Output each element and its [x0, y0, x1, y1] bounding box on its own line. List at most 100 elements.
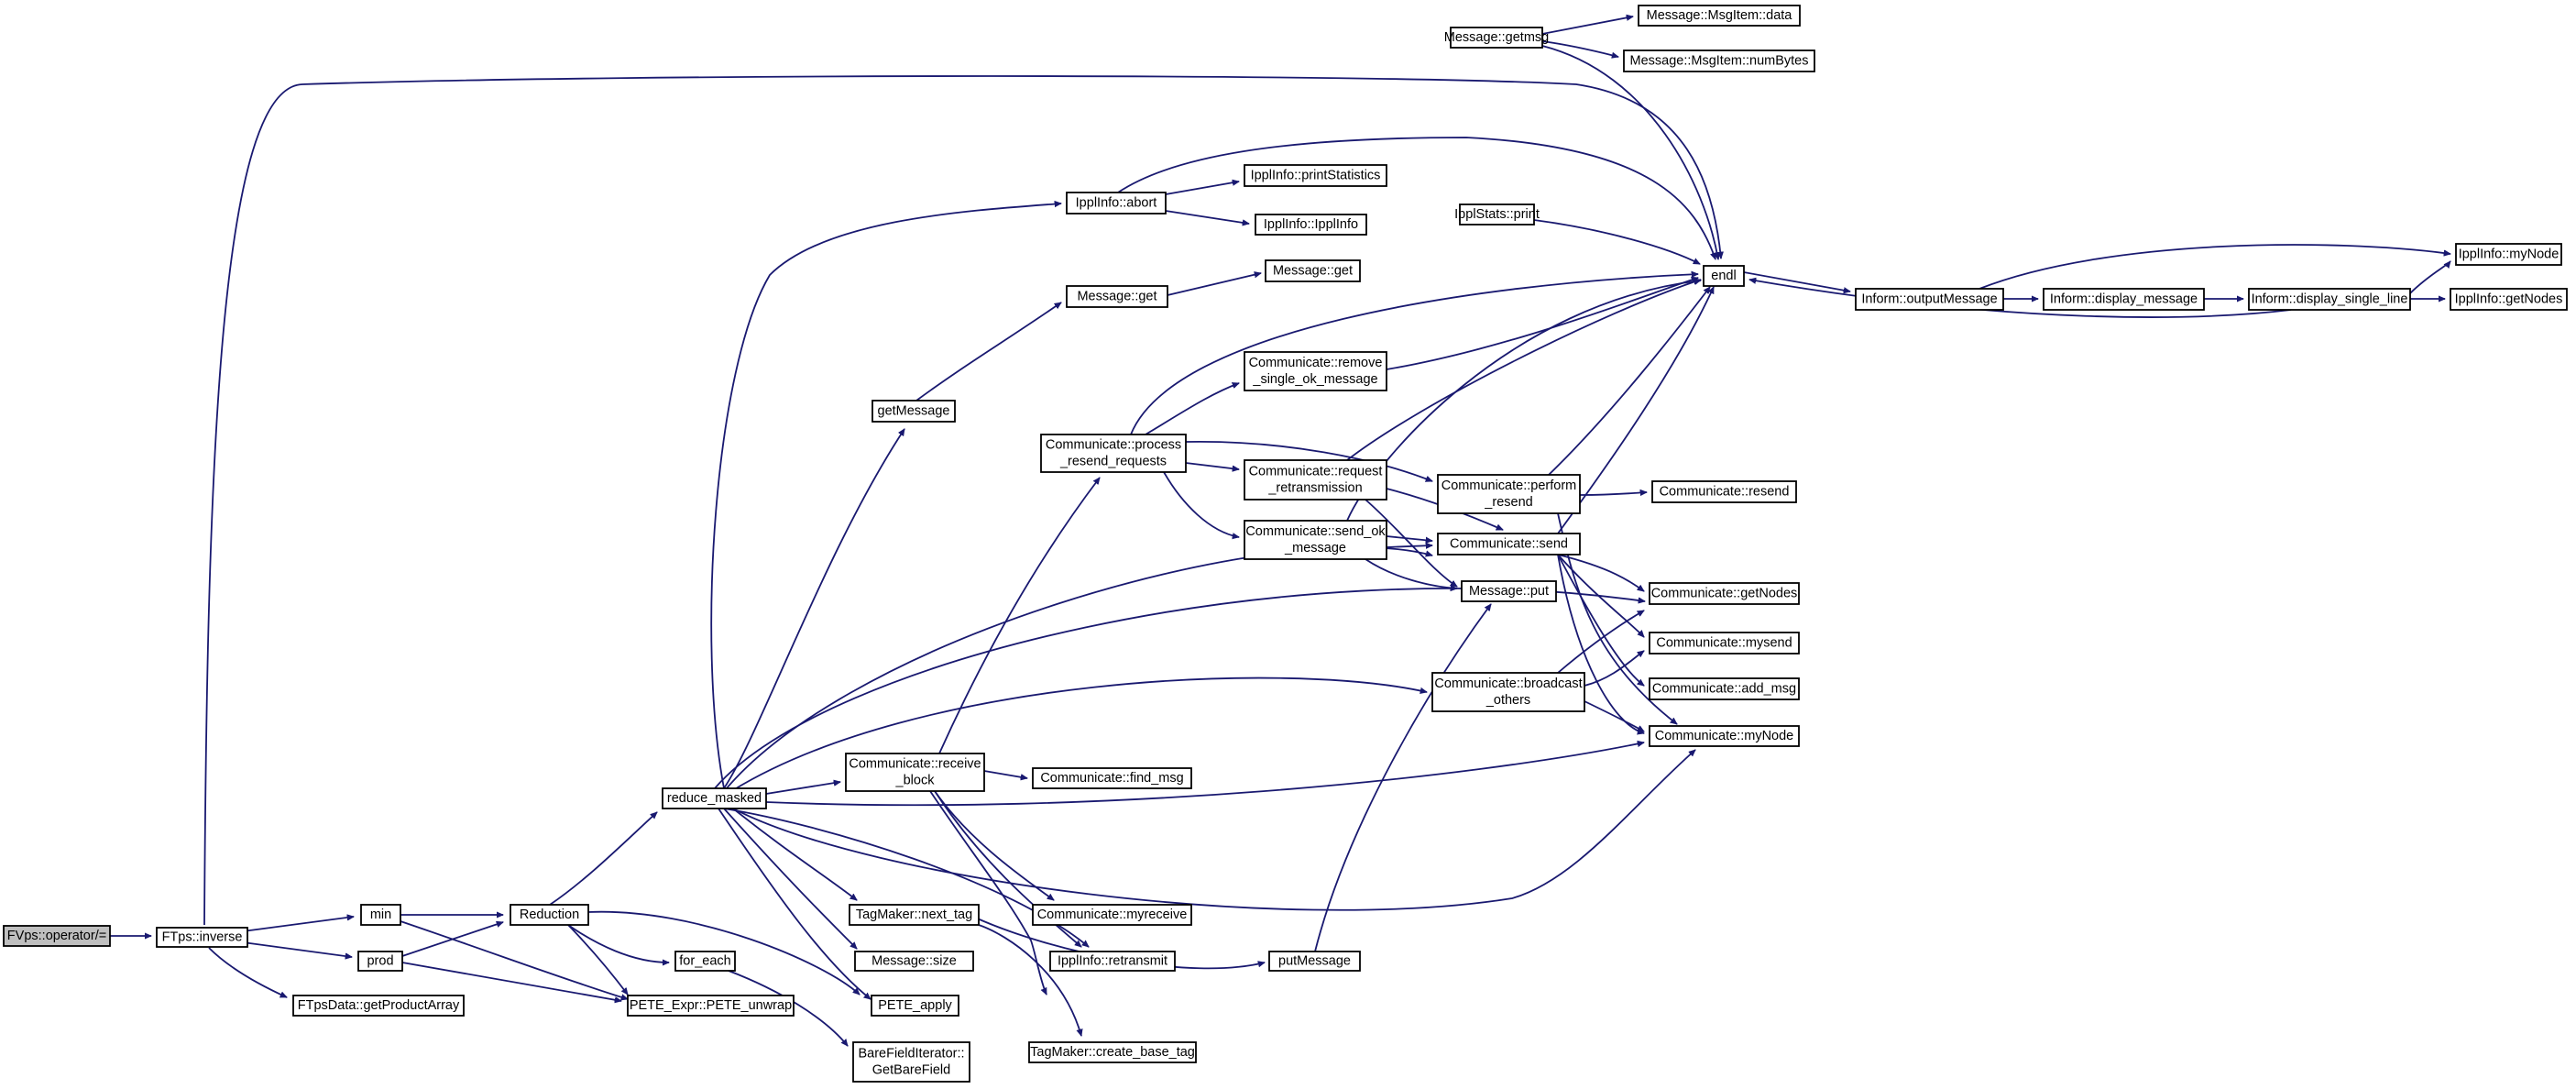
node-message-put[interactable]: Message::put [1461, 580, 1557, 602]
node-message-get[interactable]: Message::get [1066, 285, 1168, 308]
node-pete-apply[interactable]: PETE_apply [871, 995, 959, 1017]
node-box [1703, 265, 1745, 287]
node-box [854, 951, 974, 972]
node-box [1066, 192, 1167, 214]
call-edge [242, 917, 354, 932]
node-msgitem-numbytes[interactable]: Message::MsgItem::numBytes [1623, 50, 1815, 72]
node-ippl-mynode[interactable]: IpplInfo::myNode [2455, 243, 2562, 266]
node-comm-myreceive[interactable]: Communicate::myreceive [1032, 904, 1192, 926]
call-edge [1185, 462, 1239, 469]
node-tagmaker-cbt[interactable]: TagMaker::create_base_tag [1028, 1041, 1197, 1063]
node-message-size[interactable]: Message::size [854, 951, 974, 972]
node-box [1066, 285, 1168, 308]
node-box [2450, 288, 2568, 311]
call-edge [1557, 554, 1644, 592]
node-min[interactable]: min [360, 904, 401, 926]
call-edge [401, 922, 503, 957]
node-comm-process[interactable]: Communicate::process_resend_requests [1040, 434, 1187, 473]
node-comm-find[interactable]: Communicate::find_msg [1032, 767, 1192, 789]
node-comm-mynode[interactable]: Communicate::myNode [1649, 725, 1800, 747]
node-box [1638, 5, 1801, 27]
node-reduce-masked[interactable]: reduce_masked [662, 787, 767, 809]
node-tagmaker-next[interactable]: TagMaker::next_tag [849, 904, 980, 926]
node-putmessage[interactable]: putMessage [1268, 951, 1361, 972]
node-getmessage[interactable]: getMessage [871, 400, 956, 423]
node-inform-display[interactable]: Inform::display_message [2043, 288, 2205, 311]
node-label: Communicate::getNodes [1651, 586, 1798, 600]
node-label: BareFieldIterator:: [858, 1046, 964, 1061]
node-ippl-ipplinfo[interactable]: IpplInfo::IpplInfo [1255, 214, 1367, 236]
node-label: IpplInfo::getNodes [2455, 292, 2563, 306]
node-ippl-retransmit[interactable]: IpplInfo::retransmit [1049, 951, 1176, 972]
node-box [849, 904, 980, 926]
node-label: reduce_masked [667, 791, 762, 806]
node-label: Communicate::broadcast [1434, 676, 1582, 691]
node-prod[interactable]: prod [357, 951, 403, 972]
call-edge [1557, 554, 1644, 687]
node-label: FTpsData::getProductArray [298, 998, 460, 1013]
node-label: IpplInfo::retransmit [1058, 953, 1167, 968]
node-label: Communicate::receive [849, 756, 981, 771]
call-edge [728, 970, 849, 1046]
node-box [1040, 434, 1187, 473]
node-comm-mysend[interactable]: Communicate::mysend [1649, 632, 1800, 654]
node-pete-unwrap[interactable]: PETE_Expr::PETE_unwrap [627, 995, 795, 1017]
node-comm-perform[interactable]: Communicate::perform_resend [1437, 474, 1581, 514]
node-comm-addmsg[interactable]: Communicate::add_msg [1649, 677, 1800, 700]
call-edge [1584, 650, 1644, 687]
node-reduction[interactable]: Reduction [510, 904, 589, 926]
node-comm-sendok[interactable]: Communicate::send_ok_message [1244, 520, 1387, 560]
call-edge [1541, 16, 1633, 35]
node-msgitem-data[interactable]: Message::MsgItem::data [1638, 5, 1801, 27]
node-for-each[interactable]: for_each [674, 951, 736, 972]
node-endl[interactable]: endl [1703, 265, 1745, 287]
node-box [292, 995, 465, 1017]
node-comm-request[interactable]: Communicate::request_retransmission [1244, 459, 1387, 500]
node-label: Communicate::find_msg [1040, 771, 1183, 786]
node-message-get2[interactable]: Message::get [1265, 259, 1361, 282]
node-ftpsdata-gpa[interactable]: FTpsData::getProductArray [292, 995, 465, 1017]
call-edge [1979, 244, 2450, 290]
node-box [1459, 204, 1535, 226]
node-comm-getnodes[interactable]: Communicate::getNodes [1649, 582, 1800, 605]
node-label: Communicate::myNode [1655, 729, 1794, 743]
node-comm-recv-block[interactable]: Communicate::receive_block [845, 753, 985, 792]
node-label: Communicate::request [1249, 464, 1383, 478]
call-edge [934, 790, 1054, 901]
node-inform-single[interactable]: Inform::display_single_line [2248, 288, 2411, 311]
node-comm-resend[interactable]: Communicate::resend [1651, 480, 1797, 503]
node-ipplstats-print[interactable]: IpplStats::print [1454, 204, 1540, 226]
node-label: putMessage [1278, 953, 1351, 968]
node-ippl-abort[interactable]: IpplInfo::abort [1066, 192, 1167, 214]
call-edge [1579, 492, 1647, 495]
node-label: Inform::display_message [2050, 292, 2198, 306]
node-comm-remove[interactable]: Communicate::remove_single_ok_message [1244, 351, 1387, 391]
call-edge [1185, 440, 1432, 482]
node-inform-output[interactable]: Inform::outputMessage [1855, 288, 2004, 311]
node-comm-send[interactable]: Communicate::send [1437, 533, 1581, 556]
node-box [627, 995, 795, 1017]
node-label: FVps::operator/= [7, 929, 106, 943]
node-comm-broadcast[interactable]: Communicate::broadcast_others [1431, 672, 1585, 712]
call-edge [1346, 280, 1701, 461]
call-edge [723, 808, 1089, 948]
node-label: Message::getmsg [1444, 30, 1549, 45]
node-label: Communicate::resend [1660, 484, 1790, 499]
node-box [674, 951, 736, 972]
node-box [1255, 214, 1367, 236]
node-ippl-printstats[interactable]: IpplInfo::printStatistics [1244, 164, 1387, 187]
node-label: Message::size [871, 953, 957, 968]
node-ippl-getnodes[interactable]: IpplInfo::getNodes [2450, 288, 2568, 311]
node-fvps-op[interactable]: FVps::operator/= [3, 925, 111, 947]
node-label: Communicate::send_ok [1245, 524, 1386, 539]
call-edge [1145, 383, 1239, 435]
node-message-getmsg[interactable]: Message::getmsg [1444, 27, 1549, 49]
call-edge [732, 808, 857, 901]
node-label: IpplInfo::IpplInfo [1264, 217, 1358, 232]
node-barefield[interactable]: BareFieldIterator::GetBareField [852, 1041, 970, 1083]
node-ftps-inverse[interactable]: FTps::inverse [156, 927, 248, 948]
node-label: _resend [1484, 495, 1532, 510]
call-edge [1165, 182, 1239, 195]
call-edge [765, 742, 1644, 807]
